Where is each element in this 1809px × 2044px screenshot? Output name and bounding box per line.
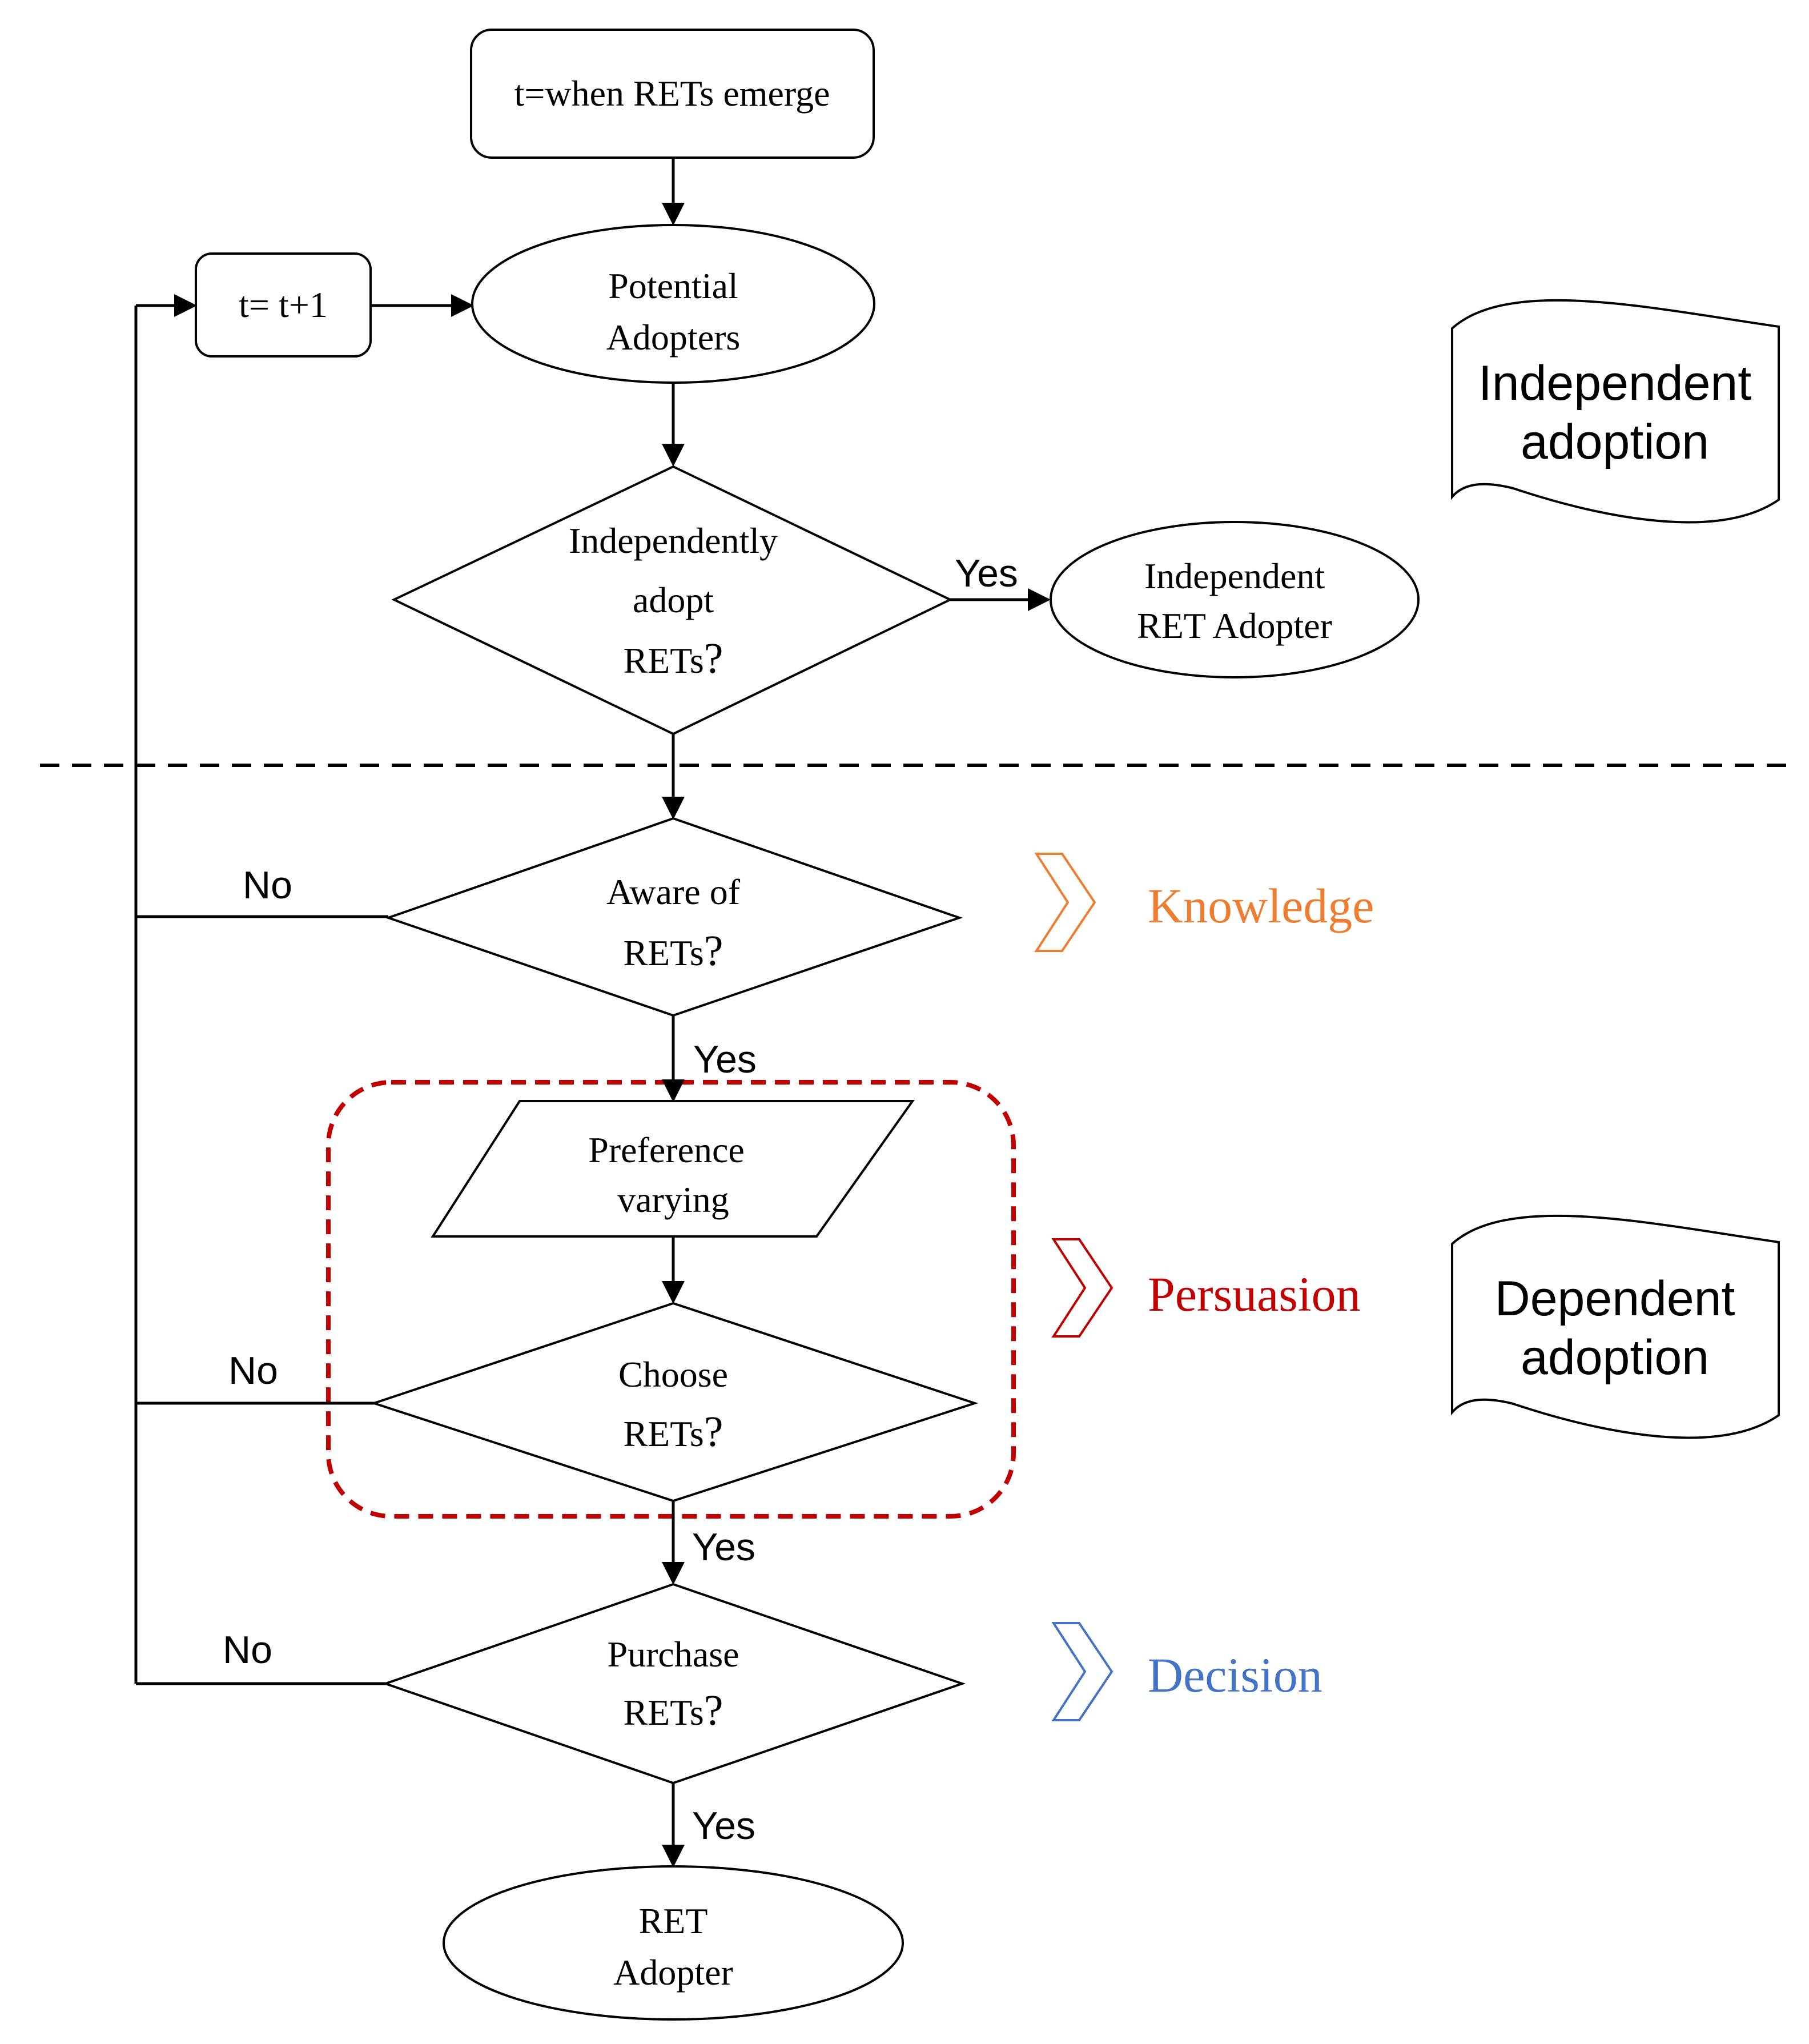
potential-label-line2: Adopters — [606, 317, 741, 358]
preference-label-line1: Preference — [588, 1130, 745, 1170]
independent-adopter-line1: Independent — [1144, 556, 1325, 596]
purchase-label-line1: Purchase — [607, 1634, 739, 1674]
edge-label-yes-independent: Yes — [955, 552, 1018, 595]
independent-adopter-line2: RET Adopter — [1137, 605, 1332, 646]
knowledge-stage-label: Knowledge — [1148, 878, 1374, 933]
knowledge-chevron-icon — [1034, 853, 1096, 952]
independently-label-line3: RETs? — [623, 635, 723, 682]
decision-stage-label: Decision — [1148, 1648, 1322, 1702]
decision-chevron-icon — [1051, 1622, 1113, 1721]
persuasion-region — [326, 1080, 1016, 1519]
ret-adopter-node — [443, 1865, 904, 2021]
independent-adoption-line2: adoption — [1521, 415, 1709, 469]
potential-adopters-node — [471, 224, 875, 384]
dependent-adoption-line2: adoption — [1521, 1330, 1709, 1385]
start-label: t=when RETs emerge — [514, 73, 830, 114]
increment-box — [195, 252, 372, 358]
choose-decision — [370, 1302, 979, 1503]
edge-label-no-choose: No — [228, 1349, 278, 1392]
ret-adopter-line2: Adopter — [613, 1952, 733, 1993]
start-box — [470, 29, 875, 159]
edge-label-no-purchase: No — [223, 1628, 272, 1672]
independent-ret-adopter-node — [1050, 521, 1420, 678]
preference-varying-node — [431, 1100, 915, 1238]
independently-adopt-decision — [391, 465, 953, 736]
aware-label-line2: RETs? — [623, 927, 723, 975]
ret-adopter-line1: RET — [639, 1901, 708, 1941]
choose-label-line1: Choose — [618, 1354, 728, 1395]
independently-label-line1: Independently — [569, 520, 778, 561]
purchase-decision — [381, 1583, 966, 1785]
aware-decision — [384, 817, 963, 1017]
preference-label-line2: varying — [617, 1179, 729, 1220]
edge-label-yes-aware: Yes — [693, 1038, 757, 1081]
purchase-label-line2: RETs? — [623, 1686, 723, 1734]
independently-label-line2: adopt — [633, 580, 714, 620]
dependent-adoption-document — [1451, 1214, 1780, 1439]
edge-label-yes-choose: Yes — [692, 1525, 755, 1569]
dependent-adoption-line1: Dependent — [1495, 1271, 1735, 1326]
increment-label: t= t+1 — [239, 284, 328, 325]
independent-adoption-document — [1451, 299, 1780, 524]
independent-adoption-line1: Independent — [1478, 356, 1751, 411]
aware-label-line1: Aware of — [606, 872, 741, 912]
persuasion-chevron-icon — [1051, 1238, 1113, 1338]
potential-label-line1: Potential — [608, 266, 738, 306]
persuasion-stage-label: Persuasion — [1148, 1267, 1361, 1322]
edge-label-yes-purchase: Yes — [692, 1804, 755, 1848]
choose-label-line2: RETs? — [623, 1408, 723, 1456]
edge-label-no-aware: No — [243, 864, 292, 907]
